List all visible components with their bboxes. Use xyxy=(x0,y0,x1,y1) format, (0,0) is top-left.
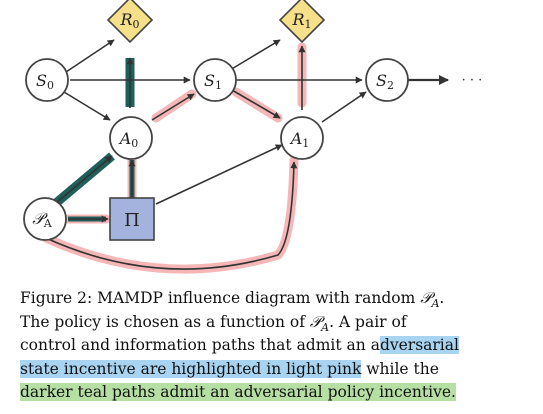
ellipsis: · · · xyxy=(462,73,483,88)
caption-line-1: Figure 2: MAMDP influence diagram with r… xyxy=(20,289,445,311)
node-s0: S0 xyxy=(25,58,69,102)
node-s1: S1 xyxy=(193,58,237,102)
highlight-green: darker teal paths admit an adversarial p… xyxy=(20,383,456,401)
svg-text:A0: A0 xyxy=(118,129,139,150)
caption-line-5: darker teal paths admit an adversarial p… xyxy=(20,381,500,405)
svg-text:S0: S0 xyxy=(36,71,54,92)
svg-text:S2: S2 xyxy=(376,71,394,92)
figure-caption: Figure 2: MAMDP influence diagram with r… xyxy=(20,287,500,405)
node-r1: R1 xyxy=(278,0,326,44)
edges xyxy=(45,39,449,270)
svg-text:R1: R1 xyxy=(291,10,311,31)
node-s2: S2 xyxy=(365,58,409,102)
highlight-blue: dversarial xyxy=(379,336,459,354)
node-r0: R0 xyxy=(106,0,154,44)
node-pa: 𝒫A xyxy=(23,197,67,241)
influence-diagram: R0 R1 S0 S1 S2 · · · A0 A1 xyxy=(23,0,483,274)
node-pi: Π xyxy=(109,197,155,241)
node-a1: A1 xyxy=(280,116,324,160)
svg-text:S1: S1 xyxy=(204,71,222,92)
svg-text:R0: R0 xyxy=(119,10,139,31)
caption-line-3: control and information paths that admit… xyxy=(20,336,459,354)
node-a0: A0 xyxy=(109,116,153,160)
svg-text:Π: Π xyxy=(124,210,140,231)
svg-text:A1: A1 xyxy=(289,129,310,150)
highlight-blue: state incentive are highlighted in light… xyxy=(20,359,362,378)
caption-line-4: state incentive are highlighted in light… xyxy=(20,359,439,378)
caption-line-2: The policy is chosen as a function of 𝒫A… xyxy=(20,312,407,334)
